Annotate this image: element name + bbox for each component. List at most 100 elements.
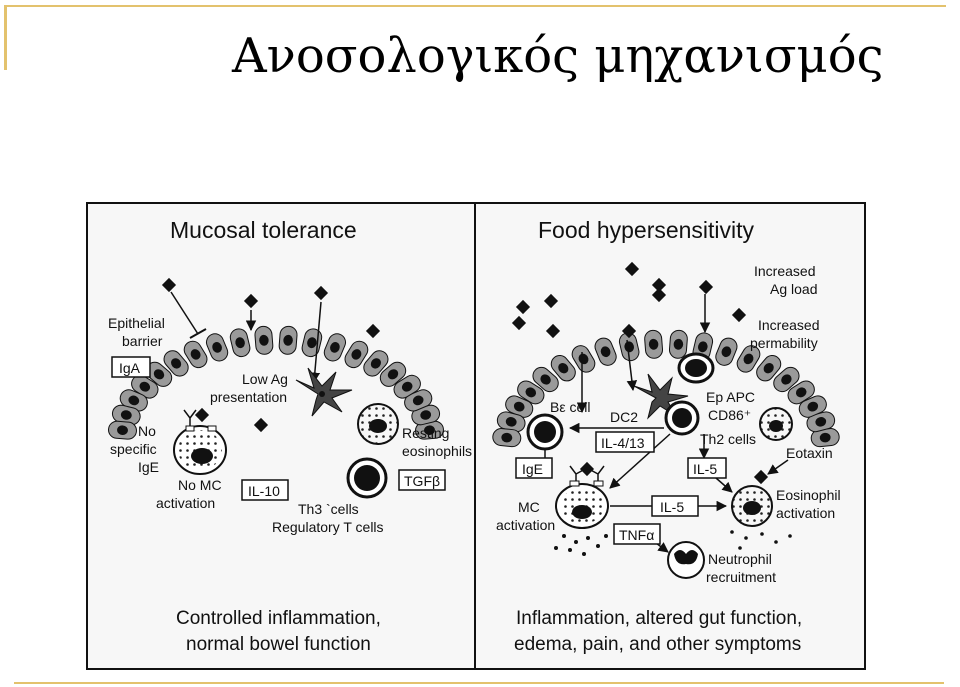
antigen-diamond xyxy=(511,315,527,331)
b-cell-nucleus xyxy=(534,421,556,443)
label-neutrophil: Neutrophil xyxy=(708,551,772,567)
right-outcome-line2: edema, pain, and other symptoms xyxy=(514,634,801,655)
arrow-eotaxin xyxy=(767,459,789,475)
ige-crosslink xyxy=(569,465,605,482)
receptor-box xyxy=(569,480,580,487)
epithelial-cell xyxy=(773,366,800,393)
label-increased-perm: Increased xyxy=(758,317,819,333)
antigen-diamond xyxy=(698,279,714,295)
epithelial-layer xyxy=(108,325,444,440)
antigen-diamond xyxy=(731,307,747,323)
t-cell-nucleus xyxy=(354,465,380,491)
accent-bar-vertical xyxy=(4,5,7,70)
block-bar xyxy=(189,328,207,339)
mast-cell-nucleus xyxy=(191,448,213,464)
tnfa-box xyxy=(613,523,661,545)
dendritic-cell-dc2 xyxy=(633,373,689,420)
epithelial-cell xyxy=(492,428,522,448)
epithelial-cell xyxy=(505,395,534,418)
label-tnfa: TNFα xyxy=(619,527,654,543)
label-eotaxin: Eotaxin xyxy=(786,445,833,461)
th2-nucleus xyxy=(672,408,692,428)
epithelial-cell xyxy=(379,361,407,387)
epithelial-cell xyxy=(517,380,545,405)
label-barrier: barrier xyxy=(122,333,163,349)
epithelial-cell xyxy=(344,340,369,369)
label-iga: IgA xyxy=(119,360,141,376)
epithelial-cell xyxy=(229,328,251,358)
epithelial-cell xyxy=(183,340,208,369)
label-presentation: presentation xyxy=(210,389,287,405)
antigen-diamond xyxy=(543,293,559,309)
label-il10: IL-10 xyxy=(248,483,280,499)
epithelial-cell xyxy=(108,420,137,440)
epithelial-cell xyxy=(323,333,347,362)
il10-box xyxy=(241,479,289,501)
label-eosinophils: eosinophils xyxy=(402,443,472,459)
epithelial-cell xyxy=(205,333,229,362)
epithelial-cell xyxy=(571,345,596,373)
il5-box-a xyxy=(687,457,727,479)
label-eos-activation: activation xyxy=(776,505,835,521)
accent-bar-top xyxy=(4,5,946,7)
epithelial-cell xyxy=(532,366,559,393)
receptor-box xyxy=(207,425,217,432)
epithelial-cell xyxy=(594,337,617,366)
apc-nucleus xyxy=(685,359,707,377)
iga-box xyxy=(111,356,151,378)
epithelial-cell xyxy=(254,325,274,355)
antigen-diamond xyxy=(313,285,329,301)
antigen-diamond xyxy=(161,277,177,293)
label-mc: MC xyxy=(518,499,540,515)
activated-mc-nucleus xyxy=(572,505,592,519)
label-ige-left: IgE xyxy=(138,459,159,475)
label-eosinophil: Eosinophil xyxy=(776,487,841,503)
label-th3: Th3 `cells xyxy=(298,501,359,517)
epithelial-cell xyxy=(715,337,738,366)
label-increased-ag: Increased xyxy=(754,263,815,279)
antigen-diamond xyxy=(243,293,259,309)
activated-eos-nucleus xyxy=(743,501,761,515)
antigen-diamond xyxy=(651,287,667,303)
slide-title: Ανοσολογικός μηχανισμός xyxy=(232,28,884,84)
receptor-box xyxy=(185,425,195,432)
label-permability: permability xyxy=(750,335,818,351)
antigen-diamond xyxy=(515,299,531,315)
epithelial-cell xyxy=(131,374,159,399)
label-cd86: CD86⁺ xyxy=(708,407,751,423)
epithelial-cell xyxy=(278,325,298,355)
label-il5-b: IL-5 xyxy=(660,499,684,515)
epithelial-cell xyxy=(756,354,782,382)
epithelial-cell xyxy=(668,329,688,359)
label-epithelial: Epithelial xyxy=(108,315,165,331)
label-ep-apc: Ep APC xyxy=(706,389,755,405)
epithelial-cell xyxy=(404,389,433,412)
label-no-mc: No MC xyxy=(178,477,222,493)
right-outcome-line1: Inflammation, altered gut function, xyxy=(516,608,802,629)
label-be-cell: Bε cell xyxy=(550,399,590,415)
left-panel: Mucosal tolerance Epithelial barrier IgA… xyxy=(108,217,472,655)
antigen-diamond xyxy=(579,461,595,477)
antigen-diamond xyxy=(621,323,637,339)
label-dc2: DC2 xyxy=(610,409,638,425)
neutrophil-nucleus xyxy=(674,550,698,565)
label-resting: Resting xyxy=(402,425,449,441)
label-specific: specific xyxy=(110,441,157,457)
epithelial-layer-inflamed xyxy=(492,329,840,448)
eosinophil-tissue-nucleus xyxy=(769,420,783,432)
antigen-diamond xyxy=(365,323,381,339)
blocked-arrow xyxy=(170,291,199,335)
epithelial-cell xyxy=(810,428,840,448)
il5-box-b xyxy=(651,495,699,517)
left-outcome-line1: Controlled inflammation, xyxy=(176,608,381,629)
arrow-il5-to-eosinophil xyxy=(715,477,733,493)
left-panel-header: Mucosal tolerance xyxy=(170,217,357,243)
label-il413: IL-4/13 xyxy=(601,435,645,451)
epithelial-cell xyxy=(111,404,141,426)
arrow-antigen-to-dc2 xyxy=(626,339,638,392)
epithelial-cell xyxy=(644,329,664,359)
right-panel: Food hypersensitivity Increased Ag load … xyxy=(492,217,841,655)
ige-receptor xyxy=(183,409,197,428)
immune-mechanism-figure: Mucosal tolerance Epithelial barrier IgA… xyxy=(86,202,866,670)
tgfb-box xyxy=(398,469,446,491)
